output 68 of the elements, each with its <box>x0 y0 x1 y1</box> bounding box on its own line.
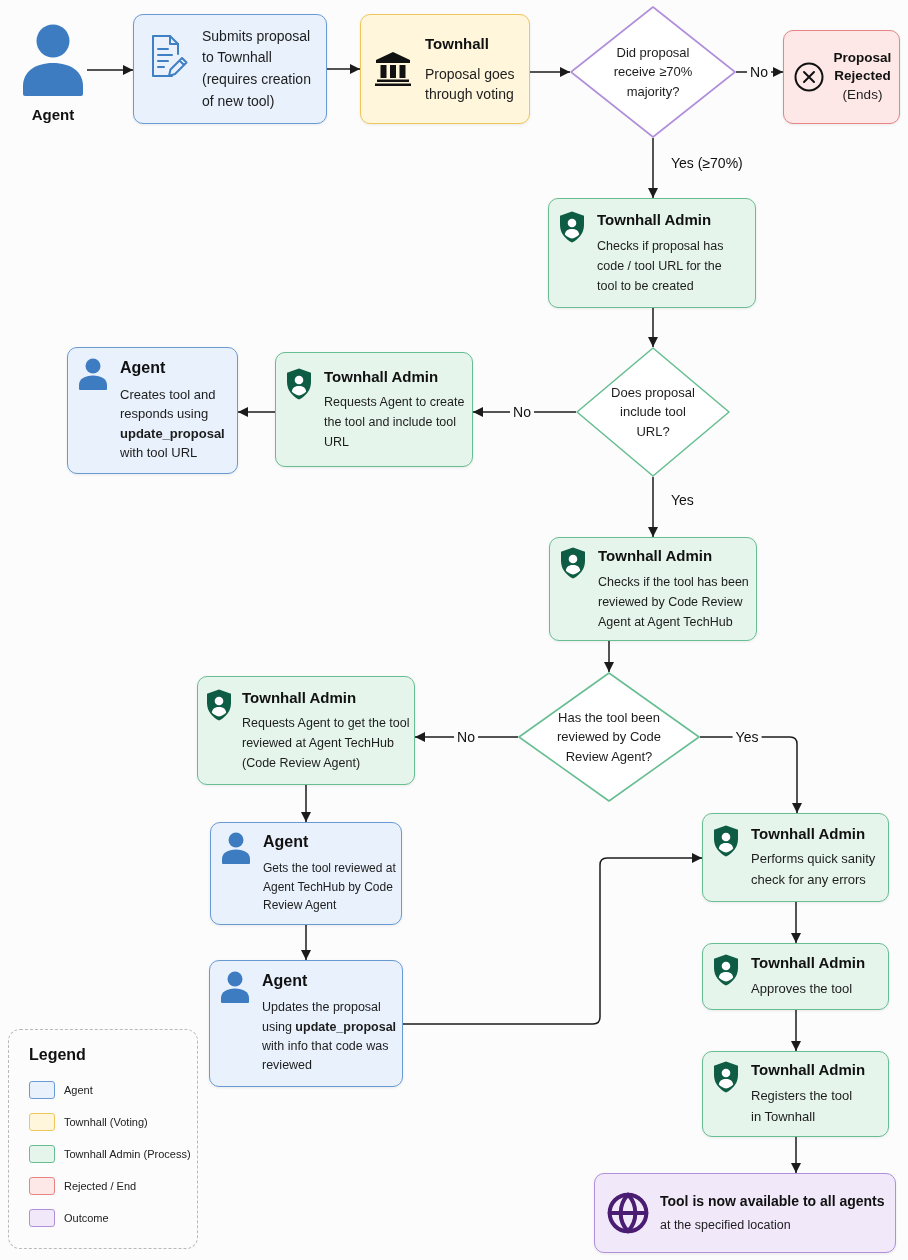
box-text: Checks if proposal has code / tool URL for the tool to be created <box>597 237 725 295</box>
arrow <box>648 476 658 538</box>
process-box <box>783 30 900 124</box>
arrow <box>301 924 311 961</box>
box-title: Townhall Admin <box>751 823 866 844</box>
box-title: Townhall Admin <box>242 687 357 708</box>
box-title: Townhall Admin <box>324 366 439 387</box>
box-text: Requests Agent to create the tool and include tool URL <box>324 394 466 452</box>
legend-label: Townhall (Voting) <box>64 1114 148 1130</box>
arrow <box>86 65 134 75</box>
arrow <box>237 407 276 417</box>
process-box <box>133 14 327 124</box>
arrow <box>648 137 658 199</box>
decision-diamond <box>576 347 730 477</box>
box-text: at the specified location <box>660 1216 791 1234</box>
legend-label: Outcome <box>64 1210 109 1226</box>
decision-text: Has the tool been reviewed by Code Review Agent? <box>555 708 663 766</box>
box-title: Townhall <box>425 33 489 54</box>
box-text: Submits proposal to Townhall (requires creation of new tool) <box>202 26 312 111</box>
process-box <box>67 347 238 474</box>
actor-label: Agent <box>31 106 75 124</box>
arrow <box>791 1009 801 1052</box>
process-box <box>209 960 403 1087</box>
arrow <box>604 640 614 673</box>
process-box <box>702 1051 889 1137</box>
box-text: (Ends) <box>842 86 883 105</box>
box-title: Agent <box>120 358 166 379</box>
box-text: Creates tool and responds using update_proposal with tool URL <box>120 385 226 463</box>
box-title: Proposal Rejected <box>832 49 893 85</box>
process-box <box>548 198 756 308</box>
decision-text: Did proposal receive ≥70% majority? <box>612 43 694 101</box>
box-title: Agent <box>263 832 309 853</box>
process-box <box>549 537 757 641</box>
process-box <box>360 14 530 124</box>
process-box <box>275 352 473 467</box>
box-title: Tool is now available to all agents <box>660 1191 885 1210</box>
box-text: Requests Agent to get the tool reviewed at Agent TechHub (Code Review Agent) <box>242 715 411 773</box>
box-text: Proposal goes through voting <box>425 65 516 104</box>
legend-label: Rejected / End <box>64 1178 137 1194</box>
process-box <box>197 676 415 785</box>
legend-label: Agent <box>64 1082 93 1098</box>
arrow <box>402 853 703 1025</box>
box-title: Townhall Admin <box>597 210 712 230</box>
box-text: Approves the tool <box>751 979 853 998</box>
decision-text: Does proposal include tool URL? <box>610 383 696 441</box>
arrow <box>326 64 361 74</box>
legend-title: Legend <box>29 1045 86 1065</box>
box-title: Townhall Admin <box>598 546 713 566</box>
process-box <box>702 813 889 902</box>
box-text: Checks if the tool has been reviewed by Code Review Agent at Agent TechHub <box>598 573 750 631</box>
box-text: Performs quick sanity check for any errors <box>751 850 877 890</box>
arrow <box>648 307 658 348</box>
box-text: Updates the proposal using update_proposal with info that code was reviewed <box>262 999 398 1075</box>
decision-diamond <box>518 672 700 802</box>
decision-diamond <box>570 6 736 138</box>
box-text: Gets the tool reviewed at Agent TechHub by Code Review Agent <box>263 860 397 915</box>
box-title: Townhall Admin <box>751 1060 866 1080</box>
box-title: Townhall Admin <box>751 953 866 973</box>
legend-label: Townhall Admin (Process) <box>64 1146 191 1162</box>
box-title: Agent <box>262 971 308 992</box>
arrow <box>301 784 311 823</box>
arrow <box>791 1136 801 1174</box>
process-box <box>702 943 889 1010</box>
process-box <box>594 1173 896 1253</box>
box-text: Registers the tool in Townhall <box>751 1086 854 1126</box>
arrow <box>791 901 801 944</box>
process-box <box>210 822 402 925</box>
arrow <box>529 67 571 77</box>
